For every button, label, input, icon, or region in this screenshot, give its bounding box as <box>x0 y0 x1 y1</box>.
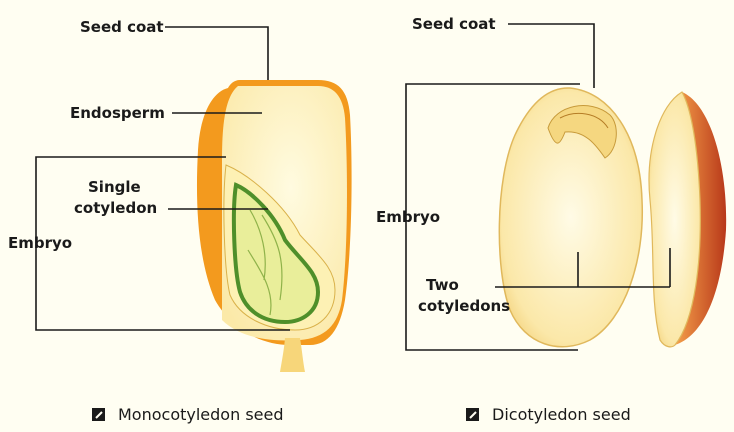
single-cotyledon-label-line1: Single <box>88 178 141 196</box>
monocot-seed-coat-label: Seed coat <box>80 18 164 36</box>
dicot-seed-coat-label: Seed coat <box>412 15 496 33</box>
monocot-embryo-label: Embryo <box>8 234 72 252</box>
dicot-embryo-label: Embryo <box>376 208 440 226</box>
two-cotyledons-label-line1: Two <box>426 276 459 294</box>
monocot-seed <box>197 80 352 372</box>
dicot-seed <box>499 88 726 347</box>
monocot-seed-coat-leader <box>165 27 268 80</box>
dicot-caption: Dicotyledon seed <box>466 405 631 424</box>
two-cotyledons-label-line2: cotyledons <box>418 297 510 315</box>
single-cotyledon-label-line2: cotyledon <box>74 199 157 217</box>
monocot-caption: Monocotyledon seed <box>92 405 284 424</box>
dicot-caption-text: Dicotyledon seed <box>492 405 631 424</box>
dicot-seed-coat-leader <box>508 24 594 88</box>
endosperm-label: Endosperm <box>70 104 165 122</box>
monocot-caption-text: Monocotyledon seed <box>118 405 284 424</box>
